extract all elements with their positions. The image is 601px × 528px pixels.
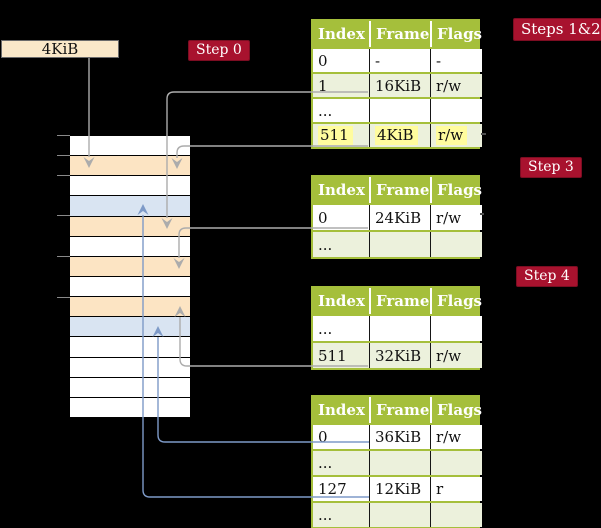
- table-row: 0--: [313, 47, 482, 72]
- table-header-cell: Flags: [430, 21, 482, 47]
- highlighted-value: r/w: [436, 126, 468, 145]
- table-cell: 511: [313, 343, 369, 368]
- step0-badge: Step 0: [188, 40, 250, 61]
- table-cell: [430, 99, 482, 122]
- memory-tick: [57, 296, 70, 298]
- memory-row-wheat: [70, 216, 190, 237]
- table-header-cell: Frame: [369, 397, 430, 423]
- memory-row-white: [70, 176, 190, 197]
- table-row: ...: [313, 97, 482, 122]
- table-cell: ...: [313, 316, 369, 341]
- table-cell: 24KiB: [369, 205, 430, 230]
- table-cell: r/w: [430, 425, 482, 449]
- memory-row-white: [70, 337, 190, 358]
- table-header-cell: Frame: [369, 177, 430, 203]
- table-row: ...: [313, 314, 482, 341]
- memory-tick: [57, 214, 70, 216]
- table-cell: [430, 232, 482, 257]
- memory-row-white: [70, 397, 190, 418]
- steps12-badge: Steps 1&2: [513, 18, 601, 41]
- table-header-cell: Frame: [369, 288, 430, 314]
- table-cell: -: [430, 49, 482, 72]
- table-cell: ...: [313, 99, 369, 122]
- table-cell: -: [369, 49, 430, 72]
- table-cell: ...: [313, 451, 369, 475]
- memory-tick: [57, 134, 70, 136]
- memory-row-white: [70, 357, 190, 378]
- highlighted-value: 511: [318, 126, 353, 145]
- memory-row-white: [70, 136, 190, 157]
- page-size-box: 4KiB: [1, 40, 119, 58]
- table-cell: 127: [313, 477, 369, 501]
- table-cell: [369, 316, 430, 341]
- table-cell: r/w: [430, 74, 482, 97]
- step4-badge: Step 4: [516, 266, 578, 287]
- table-header-cell: Flags: [430, 397, 482, 423]
- table-cell: 32KiB: [369, 343, 430, 368]
- table-cell: ...: [313, 232, 369, 257]
- highlighted-value: 4KiB: [375, 126, 418, 145]
- table-cell: [369, 99, 430, 122]
- memory-row-white: [70, 377, 190, 398]
- memory-row-white: [70, 236, 190, 257]
- table-cell: [369, 232, 430, 257]
- table-cell: [369, 451, 430, 475]
- table-cell: [430, 503, 482, 527]
- memory-row-wheat: [70, 156, 190, 177]
- table-cell: [430, 316, 482, 341]
- table-row: ...: [313, 230, 482, 257]
- table-cell: r/w: [430, 205, 482, 230]
- table-cell: 0: [313, 205, 369, 230]
- table-cell: ...: [313, 503, 369, 527]
- table-header-cell: Flags: [430, 177, 482, 203]
- table-cell: 12KiB: [369, 477, 430, 501]
- physical-memory-stack: [70, 135, 190, 418]
- table-cell: 511: [313, 124, 369, 147]
- table-header-cell: Index: [318, 292, 365, 310]
- memory-row-wheat: [70, 297, 190, 318]
- table-row: ...: [313, 501, 482, 527]
- memory-tick: [57, 255, 70, 257]
- table-header-cell: Index: [318, 181, 365, 199]
- table-cell: r/w: [430, 343, 482, 368]
- table-cell: 36KiB: [369, 425, 430, 449]
- table-cell: r: [430, 477, 482, 501]
- table-cell: 4KiB: [369, 124, 430, 147]
- table-cell: 0: [313, 425, 369, 449]
- memory-tick: [57, 154, 70, 156]
- table-header-cell: Frame: [369, 21, 430, 47]
- table-cell: [369, 503, 430, 527]
- table-cell: [430, 451, 482, 475]
- table-row: 511 4KiB r/w: [313, 122, 482, 147]
- table-row: ...: [313, 449, 482, 475]
- memory-row-wheat: [70, 256, 190, 277]
- table-header-cell: Index: [318, 25, 365, 43]
- table-cell: 16KiB: [369, 74, 430, 97]
- table-cell: r/w: [430, 124, 482, 147]
- table-header-cell: Flags: [430, 288, 482, 314]
- memory-tick: [57, 174, 70, 176]
- table-cell: 1: [313, 74, 369, 97]
- memory-row-white: [70, 276, 190, 298]
- step3-badge: Step 3: [520, 157, 582, 178]
- table-header-cell: Index: [318, 401, 365, 419]
- table-cell: 0: [313, 49, 369, 72]
- memory-row-blue: [70, 196, 190, 217]
- memory-row-blue: [70, 317, 190, 338]
